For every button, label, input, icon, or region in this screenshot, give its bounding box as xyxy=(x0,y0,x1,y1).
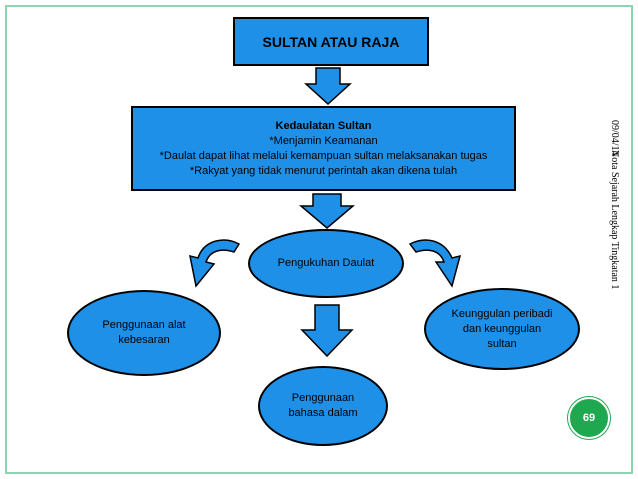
frame-line-bottom xyxy=(5,472,633,474)
kedaulatan-heading: Kedaulatan Sultan xyxy=(275,119,372,132)
page-number-text: 69 xyxy=(582,412,596,424)
down-arrow-1 xyxy=(304,67,352,106)
kedaulatan-line-3: *Rakyat yang tidak menurut perintah akan… xyxy=(189,164,458,177)
kedaulatan-line-1: *Menjamin Keamanan xyxy=(269,134,378,147)
page-number-badge: 69 xyxy=(568,397,610,439)
title-text: SULTAN ATAU RAJA xyxy=(262,33,400,50)
keunggulan-line-1: Keunggulan peribadi xyxy=(451,307,553,320)
title-box: SULTAN ATAU RAJA xyxy=(233,17,429,66)
frame-line-top xyxy=(5,5,633,7)
pengukuhan-text: Pengukuhan Daulat xyxy=(277,257,375,269)
alat-kebesaran-ellipse: Penggunaan alat kebesaran xyxy=(67,290,221,376)
side-date: 09/04/14 xyxy=(609,120,620,156)
bahasa-dalam-line-1: Penggunaan xyxy=(291,392,355,404)
bahasa-dalam-line-2: bahasa dalam xyxy=(288,407,358,419)
frame-line-left xyxy=(5,5,7,474)
kedaulatan-line-2: *Daulat dapat lihat melalui kemampuan su… xyxy=(159,149,488,162)
pengukuhan-ellipse: Pengukuhan Daulat xyxy=(248,229,404,298)
alat-kebesaran-line-2: kebesaran xyxy=(118,334,170,346)
curved-arrow-left xyxy=(189,239,241,288)
frame-line-right xyxy=(631,5,633,474)
bahasa-dalam-ellipse: Penggunaan bahasa dalam xyxy=(258,366,388,446)
side-course-title: Nota Sejarah Lengkap Tingkatan 1 xyxy=(609,150,620,290)
down-arrow-3 xyxy=(300,304,354,358)
keunggulan-line-3: sultan xyxy=(487,337,517,350)
keunggulan-ellipse: Keunggulan peribadi dan keunggulan sulta… xyxy=(424,288,580,370)
kedaulatan-box: Kedaulatan Sultan *Menjamin Keamanan *Da… xyxy=(131,106,516,191)
down-arrow-2 xyxy=(298,193,356,229)
alat-kebesaran-line-1: Penggunaan alat xyxy=(102,319,186,331)
keunggulan-line-2: dan keunggulan xyxy=(462,322,542,335)
side-footer: 09/04/14 Nota Sejarah Lengkap Tingkatan … xyxy=(603,120,633,460)
curved-arrow-right xyxy=(408,239,462,288)
